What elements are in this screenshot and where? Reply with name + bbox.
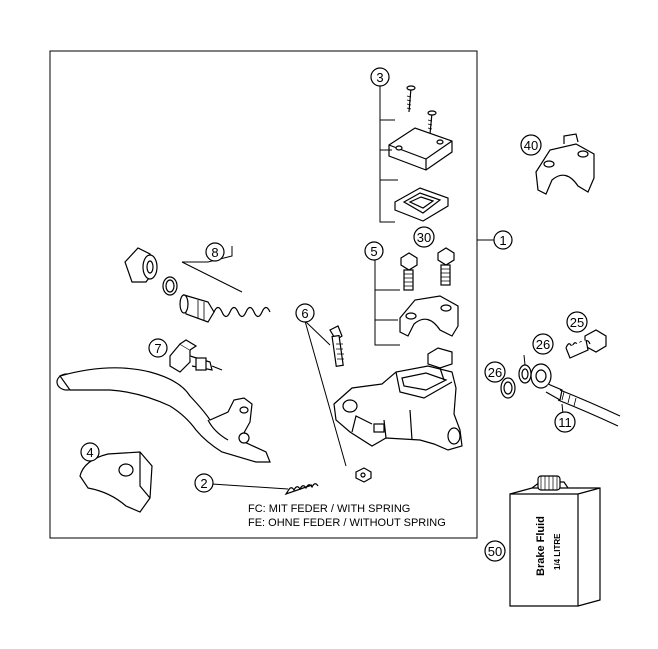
reservoir-cover-group [388, 85, 453, 222]
svg-text:11: 11 [558, 415, 572, 430]
svg-text:4: 4 [86, 445, 93, 460]
svg-text:26: 26 [488, 365, 502, 380]
callout-6: 6 [295, 303, 315, 323]
callout-50: 50 [484, 540, 506, 562]
clamp-part-40 [535, 133, 595, 195]
svg-text:26: 26 [536, 337, 550, 352]
callout-11: 11 [554, 411, 576, 433]
legend-fc: FC: MIT FEDER / WITH SPRING [248, 503, 410, 515]
callout-1: 1 [493, 230, 513, 250]
svg-text:3: 3 [376, 70, 383, 85]
callout-2: 2 [194, 473, 214, 493]
brake-lever [56, 367, 271, 463]
svg-text:50: 50 [488, 544, 502, 559]
lever-boot [79, 451, 153, 513]
callout-4: 4 [80, 442, 100, 462]
callout-3: 3 [370, 67, 390, 87]
jug-label-line2: 1/4 LITRE [553, 533, 562, 570]
callout-26-upper: 26 [532, 333, 554, 355]
callout-26-lower: 26 [484, 361, 506, 383]
svg-text:6: 6 [301, 306, 308, 321]
callout-30: 30 [413, 226, 435, 248]
callout-25: 25 [566, 311, 588, 333]
lever-spring [284, 483, 319, 496]
brake-fluid-jug [509, 475, 601, 607]
adjuster-part-7 [169, 339, 223, 373]
svg-text:5: 5 [370, 244, 377, 259]
svg-text:30: 30 [417, 230, 431, 245]
jug-label-line1: Brake Fluid [535, 516, 547, 576]
callout-8: 8 [205, 242, 225, 262]
pivot-pin [329, 325, 372, 483]
svg-text:8: 8 [211, 245, 218, 260]
svg-text:7: 7 [154, 341, 161, 356]
callout-5: 5 [364, 241, 384, 261]
legend-fe: FE: OHNE FEDER / WITHOUT SPRING [248, 517, 446, 529]
brake-hose-group [500, 329, 621, 427]
master-cylinder-body [333, 347, 463, 451]
callout-40: 40 [520, 134, 542, 156]
callout-7: 7 [148, 338, 168, 358]
svg-text:1: 1 [499, 233, 506, 248]
handlebar-clamp-group [399, 247, 459, 337]
assembly-frame [49, 50, 478, 539]
svg-text:2: 2 [200, 476, 207, 491]
svg-text:25: 25 [570, 315, 584, 330]
svg-text:40: 40 [524, 138, 538, 153]
piston-kit [124, 247, 271, 323]
